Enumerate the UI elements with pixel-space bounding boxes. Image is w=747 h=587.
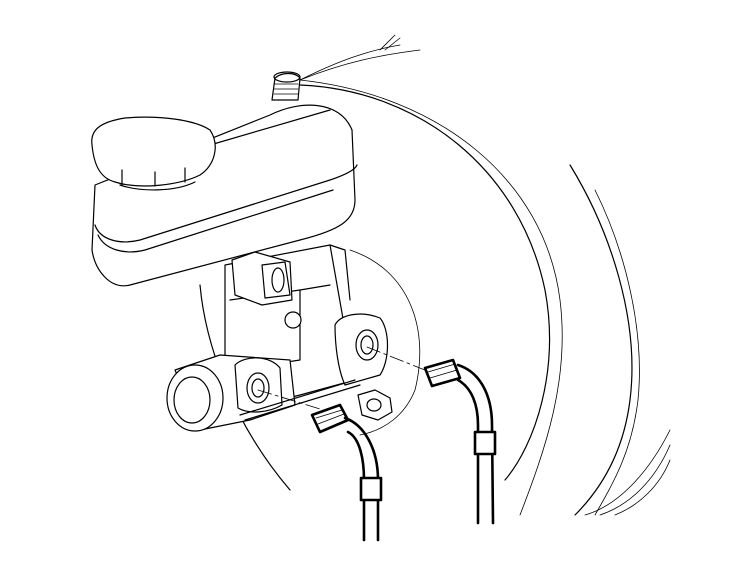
fluid-level-sensor-connector [231,251,293,306]
brake-pipe-rear [423,358,497,525]
reservoir-cap [91,116,216,191]
brake-booster [199,34,671,516]
brake-pipe-front [310,403,383,542]
secondary-outlet-port [334,313,389,386]
mounting-nut [357,389,393,421]
port-center-lines [257,346,431,413]
primary-outlet-port [166,354,361,432]
fluid-reservoir [91,71,358,287]
